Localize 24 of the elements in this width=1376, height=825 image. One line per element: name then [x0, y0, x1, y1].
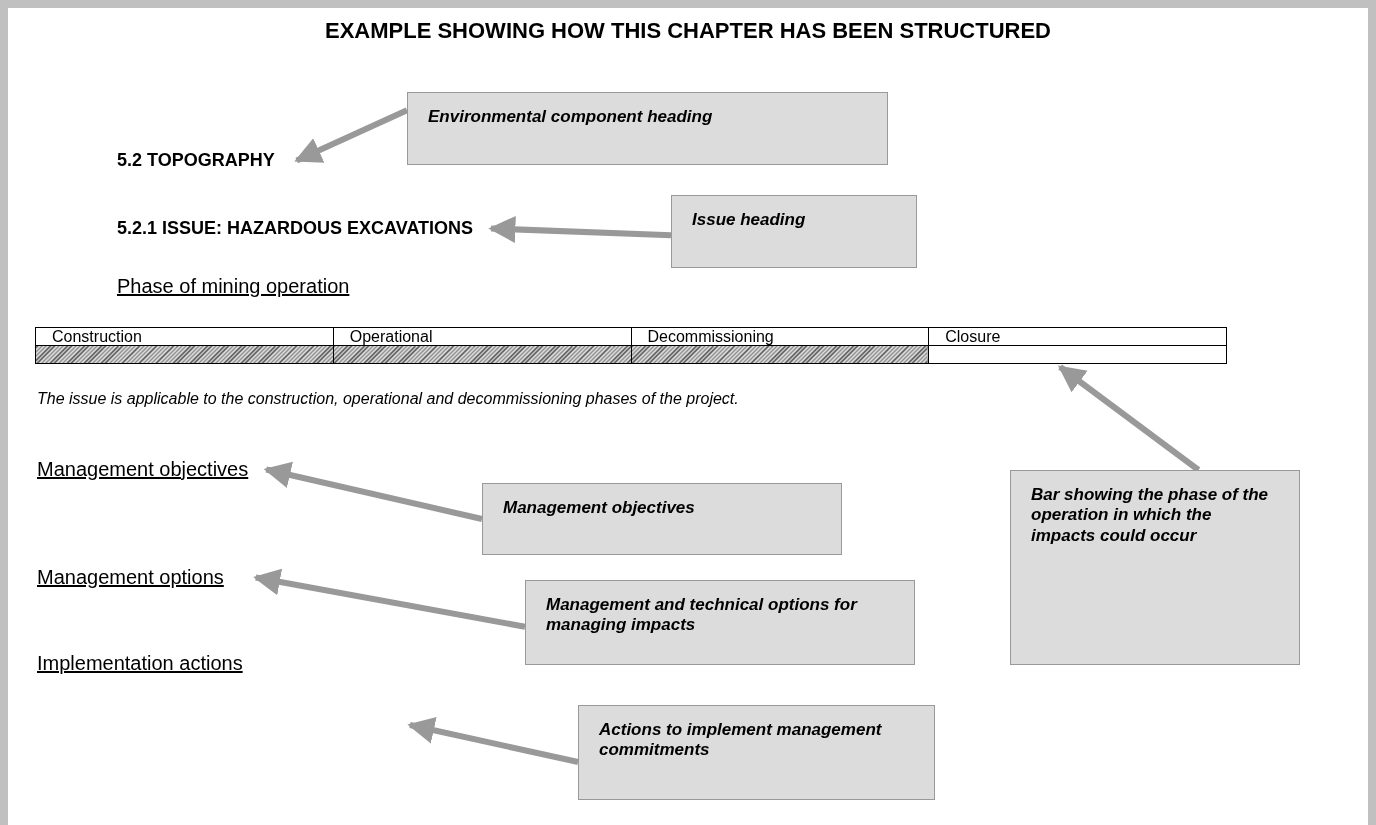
arrow — [488, 215, 672, 243]
callout-box: Actions to implement management commitments — [578, 705, 935, 800]
section-heading: 5.2 TOPOGRAPHY — [117, 150, 275, 171]
subheading: Implementation actions — [37, 652, 243, 675]
callout-box: Management and technical options for managing impacts — [525, 580, 915, 665]
note-text: The issue is applicable to the construction, operational and decommissioning phases of the project. — [37, 390, 739, 408]
callout-box: Issue heading — [671, 195, 917, 268]
subheading: Management options — [37, 566, 224, 589]
callout-box: Management objectives — [482, 483, 842, 555]
callout-box: Bar showing the phase of the operation in which the impacts could occur — [1010, 470, 1300, 665]
table-cell: Construction — [35, 327, 334, 346]
page-title: EXAMPLE SHOWING HOW THIS CHAPTER HAS BEEN STRUCTURED — [324, 18, 1052, 44]
table-cell: Operational — [333, 327, 631, 346]
arrow — [294, 107, 409, 164]
subheading: Management objectives — [37, 458, 249, 481]
phase-table — [35, 327, 1227, 364]
subheading: Phase of mining operation — [117, 275, 350, 298]
arrow — [407, 717, 579, 765]
table-cell: Closure — [928, 327, 1227, 346]
section-heading: 5.2.1 ISSUE: HAZARDOUS EXCAVATIONS — [117, 218, 474, 239]
table-cell: Decommissioning — [631, 327, 929, 346]
callout-box: Environmental component heading — [407, 92, 888, 165]
arrow — [253, 568, 526, 630]
arrow — [263, 461, 483, 522]
